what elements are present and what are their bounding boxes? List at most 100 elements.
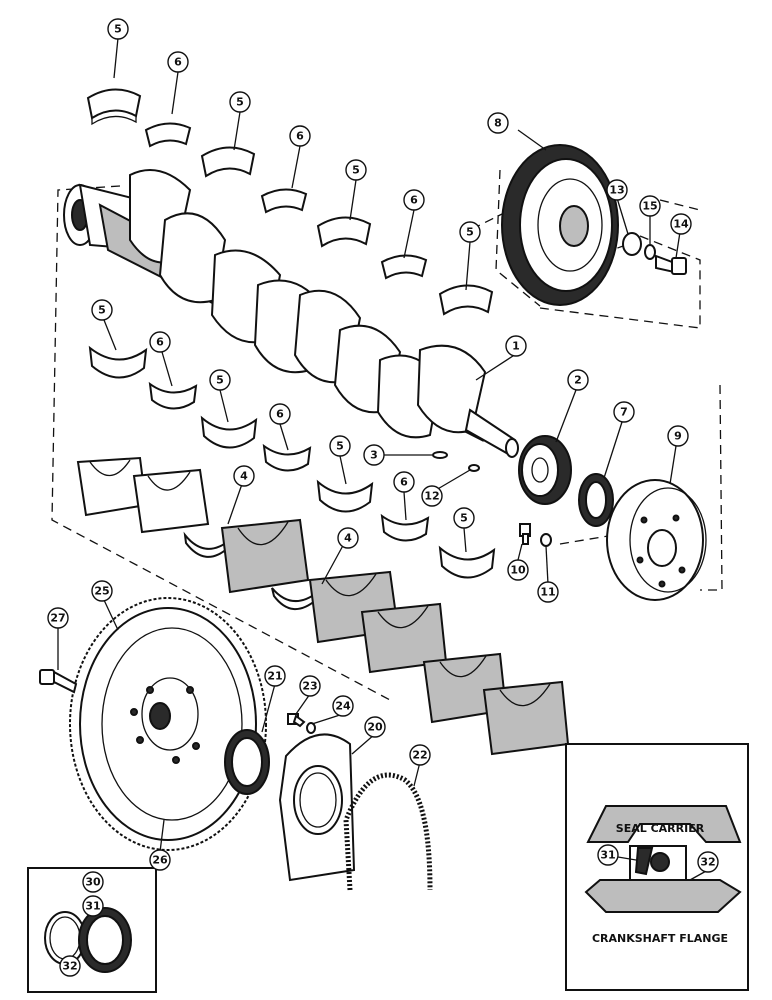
front-oil-seal [578,473,614,527]
callout-leader-lines [57,37,709,965]
crankshaft-flange-section [584,879,742,913]
bearing-shell-upper [86,88,142,126]
svg-text:15: 15 [642,200,657,213]
callout-26: 26 [149,849,171,871]
svg-text:1: 1 [512,340,520,353]
svg-text:25: 25 [94,585,109,598]
callout-5: 5 [229,91,251,113]
svg-text:6: 6 [296,130,304,143]
key [432,451,448,459]
callout-3: 3 [363,444,385,466]
bearing-shell-upper [380,254,428,280]
crankshaft-gear [518,435,572,505]
svg-text:6: 6 [400,476,408,489]
callout-32: 32 [59,955,81,977]
callout-4: 4 [233,465,255,487]
svg-text:6: 6 [410,194,418,207]
seal-carrier-bolt [287,713,306,728]
crankshaft-flange-label: CRANKSHAFT FLANGE [592,932,728,945]
vibration-damper [501,144,619,306]
svg-text:5: 5 [352,164,360,177]
svg-text:5: 5 [216,374,224,387]
svg-text:8: 8 [494,117,502,130]
callout-1: 1 [505,335,527,357]
callout-6: 6 [167,51,189,73]
svg-text:12: 12 [424,490,439,503]
bolt [519,523,531,545]
svg-text:10: 10 [510,564,526,577]
seal-kit-inset [27,867,157,993]
seal-carrier-label: SEAL CARRIER [616,822,705,835]
main-bearing-caps [76,456,570,756]
svg-text:2: 2 [574,374,582,387]
callout-20: 20 [364,716,386,738]
callout-6: 6 [269,403,291,425]
damper-bolt [655,254,687,275]
callout-13: 13 [606,179,628,201]
svg-text:5: 5 [466,226,474,239]
svg-text:5: 5 [460,512,468,525]
callout-22: 22 [409,744,431,766]
svg-text:4: 4 [240,470,248,483]
callout-9: 9 [667,425,689,447]
callout-23: 23 [299,675,321,697]
callout-24: 24 [332,695,354,717]
svg-text:3: 3 [370,449,378,462]
crankshaft-group-outline [51,185,723,701]
svg-text:31: 31 [600,849,615,862]
crankshaft-pulley [606,479,707,601]
svg-text:27: 27 [50,612,65,625]
callout-11: 11 [537,581,559,603]
svg-text:13: 13 [609,184,624,197]
bearing-shell-upper [144,122,192,148]
callout-5: 5 [459,221,481,243]
seal-carrier-section [586,805,742,843]
svg-text:5: 5 [336,440,344,453]
svg-text:5: 5 [98,304,106,317]
callout-5: 5 [453,507,475,529]
callout-5: 5 [91,299,113,321]
svg-text:4: 4 [344,532,352,545]
svg-text:6: 6 [156,336,164,349]
callout-21: 21 [264,665,286,687]
svg-text:5: 5 [236,96,244,109]
callout-6: 6 [149,331,171,353]
callout-6: 6 [289,125,311,147]
callout-5: 5 [209,369,231,391]
svg-text:26: 26 [152,854,168,867]
bearing-shell-upper [200,146,256,178]
callout-31: 31 [597,844,619,866]
callout-6: 6 [393,471,415,493]
svg-text:32: 32 [700,856,715,869]
flywheel-bolt [39,669,78,694]
lock-washer [644,244,656,260]
callout-4: 4 [337,527,359,549]
svg-text:24: 24 [335,700,351,713]
upper-bearing-shells [86,88,494,316]
callout-27: 27 [47,607,69,629]
svg-text:14: 14 [673,218,689,231]
callout-2: 2 [567,369,589,391]
rear-oil-seal [224,729,270,795]
seal-cross-section-inset: SEAL CARRIER CRANKSHAFT FLANGE [565,743,749,991]
seal-carrier-washer [306,722,316,734]
svg-text:7: 7 [620,406,628,419]
svg-text:9: 9 [674,430,682,443]
svg-text:6: 6 [276,408,284,421]
callout-15: 15 [639,195,661,217]
svg-text:22: 22 [412,749,427,762]
callout-7: 7 [613,401,635,423]
callout-5: 5 [107,18,129,40]
svg-text:30: 30 [85,876,101,889]
callout-12: 12 [421,485,443,507]
lower-bearing-shells [88,345,496,579]
flywheel [69,597,267,851]
callout-25: 25 [91,580,113,602]
callout-6: 6 [403,189,425,211]
svg-text:11: 11 [540,586,555,599]
svg-text:31: 31 [85,900,100,913]
callout-8: 8 [487,112,509,134]
svg-text:5: 5 [114,23,122,36]
bearing-shell-upper [438,284,494,316]
